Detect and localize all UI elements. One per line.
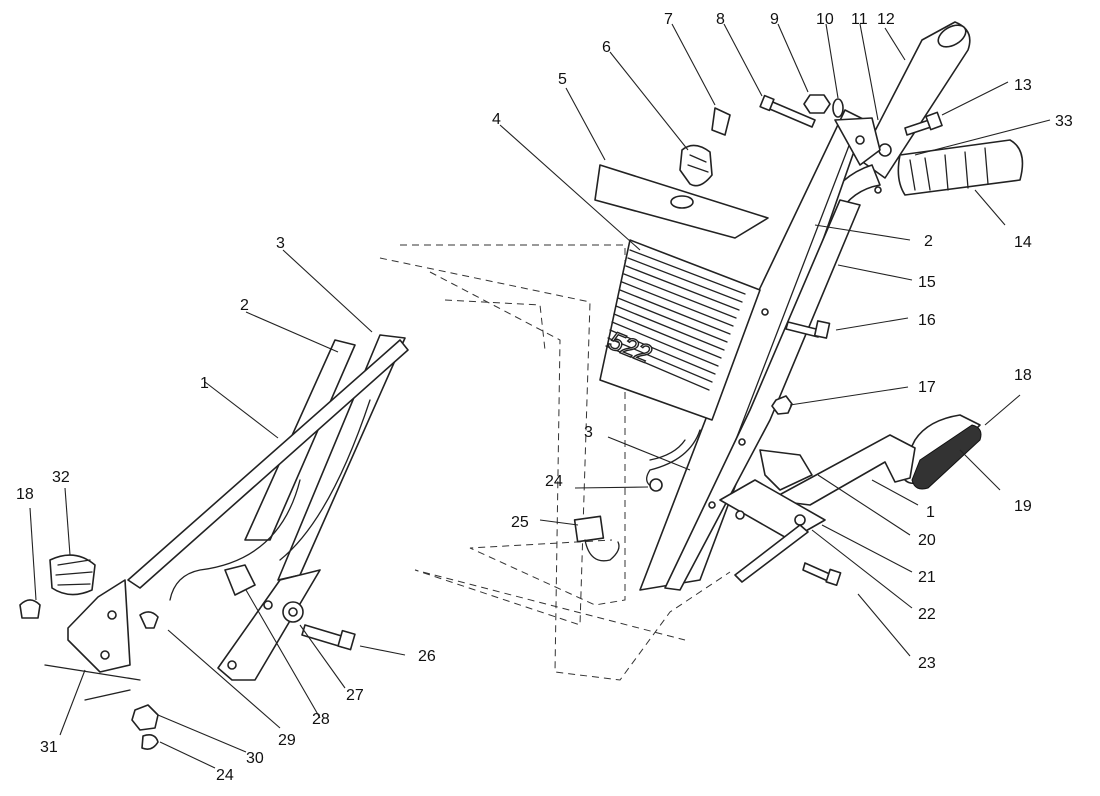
callout-3-center: 3 (584, 424, 593, 441)
callout-24-center: 24 (545, 473, 563, 490)
callout-23: 23 (918, 655, 936, 672)
callout-2-right: 2 (924, 233, 933, 250)
callout-12: 12 (877, 11, 895, 28)
callout-22: 22 (918, 606, 936, 623)
callout-13: 13 (1014, 77, 1032, 94)
callout-27: 27 (346, 687, 364, 704)
callout-5: 5 (558, 71, 567, 88)
callout-18-left: 18 (16, 486, 34, 503)
callout-28: 28 (312, 711, 330, 728)
callout-3-left: 3 (276, 235, 285, 252)
callout-31: 31 (40, 739, 58, 756)
callout-25: 25 (511, 514, 529, 531)
callout-17: 17 (918, 379, 936, 396)
ignition-switch-part (679, 144, 713, 187)
assembly-guide-lines (379, 244, 731, 681)
callout-32: 32 (52, 469, 70, 486)
callout-8: 8 (716, 11, 725, 28)
callout-10: 10 (816, 11, 834, 28)
callout-19: 19 (1014, 498, 1032, 515)
callout-30: 30 (246, 750, 264, 767)
callout-2-left: 2 (240, 297, 249, 314)
callout-9: 9 (770, 11, 779, 28)
callout-24-left: 24 (216, 767, 234, 784)
top-hardware (759, 94, 943, 415)
callout-1-right: 1 (926, 504, 935, 521)
callout-14: 14 (1014, 234, 1032, 251)
center-cable-assembly (573, 429, 701, 562)
callout-18-right: 18 (1014, 367, 1032, 384)
leader-lines (29, 23, 1051, 769)
callout-15: 15 (918, 274, 936, 291)
callout-11: 11 (851, 11, 868, 28)
callout-4: 4 (492, 111, 501, 128)
callout-16: 16 (918, 312, 936, 329)
callout-6: 6 (602, 39, 611, 56)
callout-33: 33 (1055, 113, 1073, 130)
left-handle-assembly (19, 334, 409, 750)
callout-26: 26 (418, 648, 436, 665)
callout-labels: 1 2 3 4 5 6 7 8 9 10 11 12 13 33 14 2 15… (16, 11, 1073, 784)
handle-grip-part (897, 139, 1024, 196)
callout-21: 21 (918, 569, 936, 586)
callout-29: 29 (278, 732, 296, 749)
decal-stripes (605, 249, 746, 391)
control-panel: 522 (594, 107, 769, 421)
callout-20: 20 (918, 532, 936, 549)
callout-1-left: 1 (200, 375, 209, 392)
right-lever-assembly (719, 414, 982, 587)
callout-7: 7 (664, 11, 673, 28)
